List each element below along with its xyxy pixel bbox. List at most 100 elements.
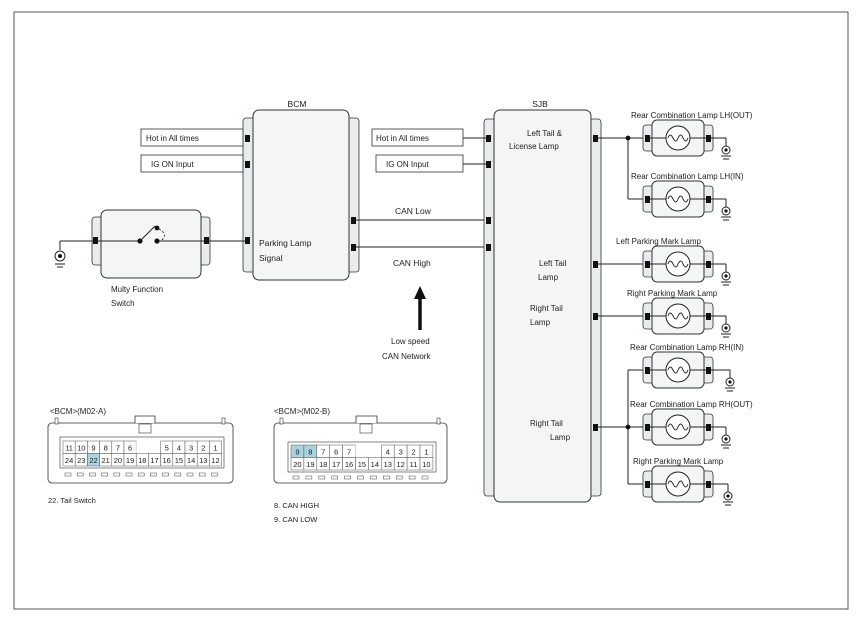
lamp-6: Rear Combination Lamp RH(OUT) bbox=[630, 400, 753, 449]
pin-label: 6 bbox=[334, 448, 338, 457]
ground-icon bbox=[711, 426, 731, 449]
connector-pin: 7 bbox=[316, 444, 330, 458]
pin-label: 15 bbox=[175, 456, 183, 465]
connector-pin: 6 bbox=[329, 444, 343, 458]
pin-label: 17 bbox=[332, 460, 340, 469]
connector-pin: 17 bbox=[329, 457, 343, 471]
connector-pin: 24 bbox=[62, 453, 76, 467]
pin-label: 22 bbox=[89, 456, 97, 465]
pin-label: 2 bbox=[201, 444, 205, 453]
connector-pin: 7 bbox=[342, 444, 356, 458]
output-wiring bbox=[598, 137, 646, 485]
sjb-label-right-tail-a-1: Right Tail bbox=[530, 304, 563, 313]
pin-label: 9 bbox=[295, 448, 299, 457]
pin-label: 19 bbox=[126, 456, 134, 465]
lamp-2: Rear Combination Lamp LH(IN) bbox=[631, 172, 744, 221]
bulb-icon bbox=[650, 414, 706, 440]
connector-pin: 9 bbox=[290, 444, 305, 458]
connector-pin: 18 bbox=[135, 453, 149, 467]
pin-label: 10 bbox=[77, 444, 85, 453]
ground-icon bbox=[711, 369, 735, 392]
pin-label: 4 bbox=[386, 448, 390, 457]
sjb-label-left-tail-1: Left Tail bbox=[539, 259, 567, 268]
can-bus: CAN Low CAN High Low speed CAN Network bbox=[356, 206, 486, 361]
lamp-label: Rear Combination Lamp RH(OUT) bbox=[630, 400, 753, 409]
sjb-label-left-tail-license-2: License Lamp bbox=[509, 142, 559, 151]
connector-pin bbox=[355, 445, 369, 458]
pin-label: 6 bbox=[128, 444, 132, 453]
switch-label-1: Multy Function bbox=[111, 285, 163, 294]
pin-label: 15 bbox=[358, 460, 366, 469]
connector-pin: 10 bbox=[419, 457, 434, 471]
diagram-frame bbox=[13, 11, 849, 610]
pin-label: 3 bbox=[189, 444, 193, 453]
lamp-label: Rear Combination Lamp LH(IN) bbox=[631, 172, 744, 181]
pin-label: 7 bbox=[116, 444, 120, 453]
connector-b-title: <BCM>(M02-B) bbox=[274, 407, 330, 416]
lamp-7: Right Parking Mark Lamp bbox=[633, 457, 733, 506]
pin-label: 8 bbox=[308, 448, 312, 457]
pin-label: 4 bbox=[177, 444, 181, 453]
pin-label: 1 bbox=[213, 444, 217, 453]
ground-icon bbox=[711, 137, 731, 160]
bcm-title: BCM bbox=[288, 99, 307, 109]
pin-label: 20 bbox=[114, 456, 122, 465]
bcm-input-ig: IG ON Input bbox=[140, 154, 244, 173]
lamps-layer: Rear Combination Lamp LH(OUT)Rear Combin… bbox=[616, 111, 753, 506]
arrow-up-icon bbox=[414, 286, 426, 299]
pin-label: 20 bbox=[293, 460, 301, 469]
connector-pin: 12 bbox=[393, 457, 408, 471]
pin-label: 14 bbox=[187, 456, 195, 465]
ground-icon bbox=[711, 263, 731, 286]
bcm-input-hot: Hot in All times bbox=[140, 128, 244, 147]
pin-label: 11 bbox=[410, 460, 418, 469]
connector-pin: 20 bbox=[111, 453, 125, 467]
pin-label: 18 bbox=[319, 460, 327, 469]
connector-pin: 13 bbox=[381, 457, 395, 471]
pin-label: 23 bbox=[77, 456, 85, 465]
connector-pin: 2 bbox=[406, 444, 421, 458]
pin-label: 2 bbox=[411, 448, 415, 457]
pin-label: 17 bbox=[150, 456, 158, 465]
lamp-label: Rear Combination Lamp RH(IN) bbox=[630, 343, 744, 352]
pin-label: 24 bbox=[65, 456, 73, 465]
connector-pin: 10 bbox=[74, 440, 88, 454]
bulb-icon bbox=[650, 471, 706, 497]
bulb-icon bbox=[650, 251, 706, 277]
connector-a-title: <BCM>(M02-A) bbox=[50, 407, 106, 416]
sjb-title: SJB bbox=[532, 99, 548, 109]
ground-icon bbox=[711, 198, 731, 221]
connector-pin: 7 bbox=[111, 440, 125, 454]
lamp-3: Left Parking Mark Lamp bbox=[616, 237, 731, 286]
pin-label: 14 bbox=[371, 460, 379, 469]
bulb-icon bbox=[650, 125, 706, 151]
connector-pin: 5 bbox=[160, 440, 174, 454]
sjb-label-left-tail-2: Lamp bbox=[538, 273, 559, 282]
pin-label: 13 bbox=[199, 456, 207, 465]
pin-label: 7 bbox=[347, 448, 351, 457]
connector-pin: 23 bbox=[74, 453, 88, 467]
switch-ground-icon bbox=[54, 240, 93, 268]
pin-label: 18 bbox=[138, 456, 146, 465]
bulb-icon bbox=[650, 186, 706, 212]
can-low-label: CAN Low bbox=[395, 206, 432, 216]
connector-pin: 21 bbox=[99, 453, 113, 467]
lamp-label: Right Parking Mark Lamp bbox=[633, 457, 724, 466]
pin-label: 11 bbox=[65, 444, 73, 453]
bcm-module: BCM Parking Lamp Signal bbox=[242, 99, 360, 281]
connector-pin: 14 bbox=[184, 453, 198, 467]
ground-icon bbox=[711, 483, 733, 506]
pin-label: 19 bbox=[306, 460, 314, 469]
connector-b-note-2: 9. CAN LOW bbox=[274, 515, 318, 524]
sjb-module: SJB Left Tail & License Lamp Left Tail L… bbox=[483, 99, 602, 503]
multi-function-switch: Multy Function Switch bbox=[91, 209, 211, 308]
connector-pin: 4 bbox=[381, 444, 395, 458]
connector-pin: 18 bbox=[316, 457, 330, 471]
connector-pin: 11 bbox=[62, 440, 76, 454]
connector-pin: 9 bbox=[87, 440, 100, 454]
connector-pin bbox=[136, 441, 149, 454]
switch-label-2: Switch bbox=[111, 299, 135, 308]
connector-pin: 15 bbox=[355, 457, 369, 471]
pin-label: 10 bbox=[422, 460, 430, 469]
